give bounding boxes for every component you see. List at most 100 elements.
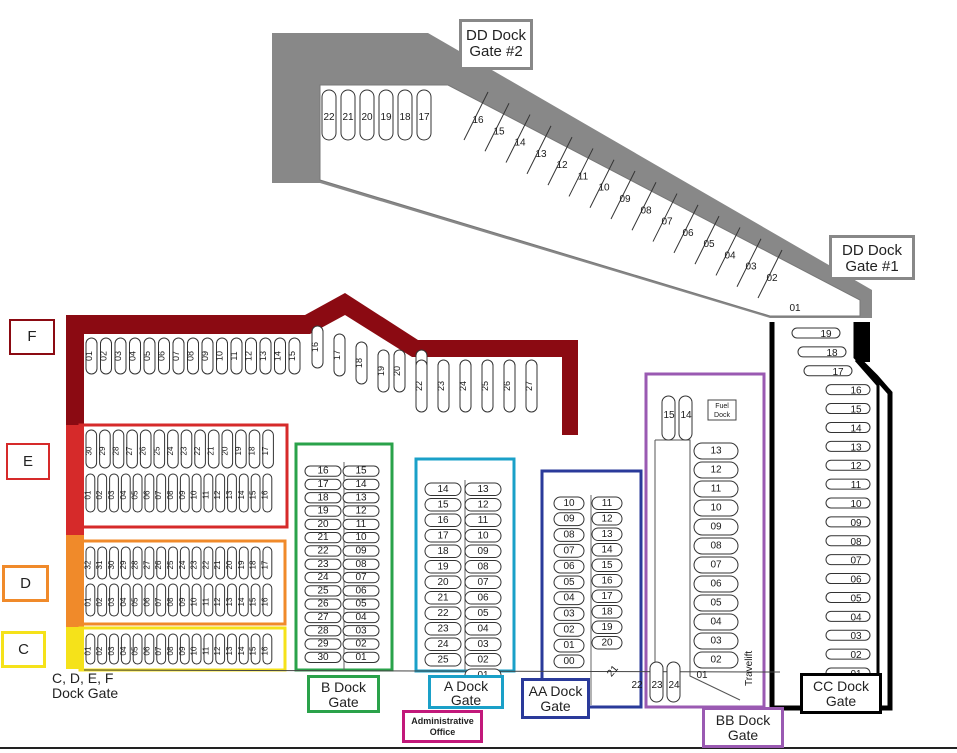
e-slip-04: 04 xyxy=(119,490,128,499)
a-slip-06: 06 xyxy=(477,592,489,603)
c-slip-01-finger xyxy=(85,633,96,665)
cc-slip-18-finger xyxy=(797,346,847,358)
bb-slip-03: 03 xyxy=(710,636,722,647)
a-slip-24-finger xyxy=(424,637,462,651)
fuel-dock-label-line2: Dock xyxy=(714,412,730,419)
c-slip-06-finger xyxy=(144,633,155,665)
bb-slip-06: 06 xyxy=(710,579,722,590)
b-slip-17: 17 xyxy=(317,479,329,490)
cc-slip-16: 16 xyxy=(850,386,862,397)
c-slip-16: 16 xyxy=(260,646,269,655)
d-slip-01-finger xyxy=(85,583,96,617)
a-slip-23: 23 xyxy=(437,623,449,634)
b-slip-21: 21 xyxy=(317,532,329,543)
aa-slip-14-finger xyxy=(591,543,623,557)
e-slip-29: 29 xyxy=(98,446,107,455)
a-slip-09-finger xyxy=(464,544,502,558)
cc-slip-13: 13 xyxy=(850,442,862,453)
e-slip-23: 23 xyxy=(180,446,189,455)
f-slip-14: 14 xyxy=(273,351,283,361)
b-slip-23: 23 xyxy=(317,559,329,570)
d-slip-07-finger xyxy=(156,583,167,617)
cc-slip-18: 18 xyxy=(826,348,838,359)
e-slip-17: 17 xyxy=(261,446,270,455)
b-slip-11-finger xyxy=(342,518,380,531)
f-slip-12-finger xyxy=(245,337,257,375)
dd-slip-17: 17 xyxy=(418,112,430,123)
c-slip-14: 14 xyxy=(237,646,246,655)
b-slip-27: 27 xyxy=(317,612,329,623)
e-slip-24-finger xyxy=(167,429,179,469)
dd-slip-02: 02 xyxy=(766,273,778,284)
aa-slip-07-finger xyxy=(553,543,585,558)
b-slip-22: 22 xyxy=(317,545,329,556)
d-slip-18: 18 xyxy=(249,560,258,569)
c-slip-15-finger xyxy=(250,633,261,665)
f-slip-17-finger xyxy=(333,333,346,377)
b-slip-23-finger xyxy=(304,558,342,570)
aa-slip-08-finger xyxy=(553,528,585,542)
aa-slip-00-finger xyxy=(553,654,585,669)
aa-slip-20-finger xyxy=(591,636,623,650)
b-slip-19: 19 xyxy=(317,506,329,517)
bb-slip-08-finger xyxy=(693,537,739,555)
b-slip-10-finger xyxy=(342,532,380,544)
a-slip-13: 13 xyxy=(477,484,489,495)
a-slip-10: 10 xyxy=(477,530,489,541)
b-slip-27-finger xyxy=(304,611,342,624)
aa-slip-15: 15 xyxy=(601,560,613,571)
a-slip-17-finger xyxy=(424,529,462,543)
bb-slip-23-finger xyxy=(649,661,664,703)
dd-slip-13-finger xyxy=(526,125,552,175)
a-slip-14-finger xyxy=(424,482,462,496)
dd-slip-18: 18 xyxy=(399,112,411,123)
aa-slip-04: 04 xyxy=(563,593,575,604)
f-slip-07: 07 xyxy=(171,351,181,361)
f-slip-25: 25 xyxy=(480,381,490,391)
e-slip-21-finger xyxy=(207,429,220,469)
b-slip-18: 18 xyxy=(317,492,329,503)
f-slip-22-finger xyxy=(415,359,428,413)
e-slip-29-finger xyxy=(99,429,111,469)
aa-slip-07: 07 xyxy=(563,545,575,556)
e-slip-05-finger xyxy=(132,473,143,513)
c-slip-12-finger xyxy=(215,633,226,665)
e-slip-02: 02 xyxy=(95,490,104,499)
a-slip-08: 08 xyxy=(477,561,489,572)
bb-slip-13: 13 xyxy=(710,446,722,457)
e-slip-24: 24 xyxy=(166,446,175,455)
d-slip-09-finger xyxy=(179,583,190,617)
d-slip-13: 13 xyxy=(225,597,234,606)
b-slip-20: 20 xyxy=(317,519,329,530)
c-slip-07: 07 xyxy=(154,646,163,655)
cc-slip-14-finger xyxy=(825,421,871,433)
e-slip-16-finger xyxy=(262,473,273,513)
bb-slip-11: 11 xyxy=(711,484,722,495)
a-slip-20: 20 xyxy=(437,577,449,588)
bb-slip-14-finger xyxy=(678,395,693,441)
e-slip-11-finger xyxy=(203,473,214,513)
a-slip-04-finger xyxy=(464,622,502,636)
f-slip-03: 03 xyxy=(113,351,123,361)
e-slip-08: 08 xyxy=(166,490,175,499)
cc-slip-03: 03 xyxy=(850,631,862,642)
bb-slip-05: 05 xyxy=(710,598,722,609)
f-slip-25-finger xyxy=(481,359,494,413)
f-slip-06-finger xyxy=(158,337,170,375)
dd-slip-06-finger xyxy=(673,204,699,254)
dd-slip-06: 06 xyxy=(682,228,694,239)
f-slip-05: 05 xyxy=(142,351,152,361)
aa-slip-05: 05 xyxy=(563,577,575,588)
c-slip-01: 01 xyxy=(83,646,92,655)
a-slip-25: 25 xyxy=(437,654,449,665)
f-slip-15: 15 xyxy=(287,351,297,361)
bb-slip-01: 01 xyxy=(696,670,708,681)
d-slip-14-finger xyxy=(238,583,249,617)
d-slip-08: 08 xyxy=(166,597,175,606)
e-slip-20: 20 xyxy=(220,446,229,455)
dd-slip-03-finger xyxy=(736,238,762,287)
